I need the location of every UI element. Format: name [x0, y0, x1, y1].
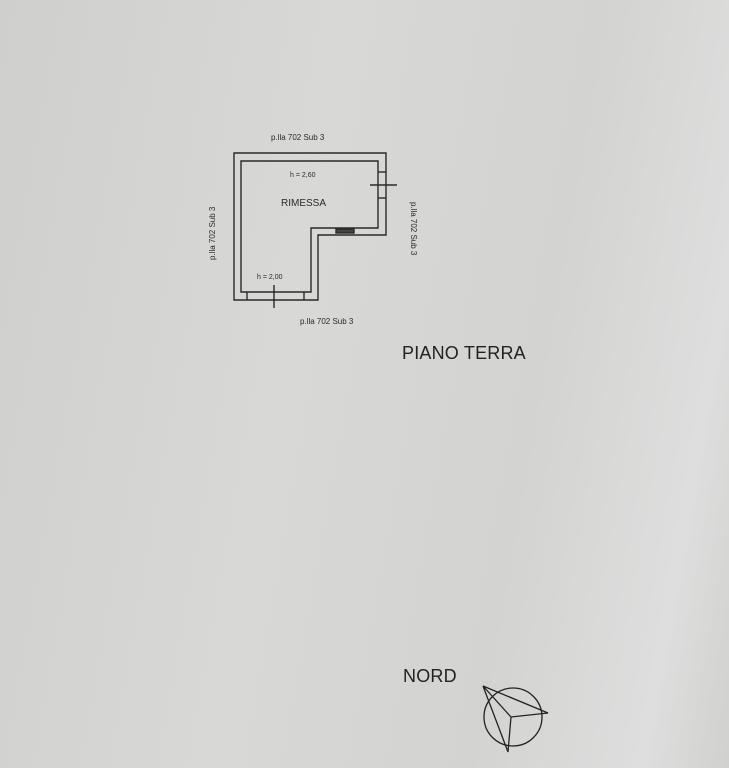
outer-wall	[233, 152, 387, 301]
inner-wall	[240, 160, 379, 293]
compass-arrow-icon	[482, 685, 549, 753]
bottom-door	[246, 285, 305, 308]
room-name-label: RIMESSA	[281, 198, 326, 209]
height-lower-label: h = 2,00	[257, 274, 283, 281]
walls	[233, 152, 397, 308]
north-label: NORD	[403, 666, 457, 686]
height-upper-label: h = 2,60	[290, 172, 316, 179]
floor-label: PIANO TERRA	[402, 343, 526, 363]
neighbor-top-label: p.lla 702 Sub 3	[271, 133, 325, 142]
neighbor-right-label: p.lla 702 Sub 3	[409, 202, 418, 256]
window	[335, 228, 355, 234]
neighbor-left-label: p.lla 702 Sub 3	[208, 206, 217, 260]
right-door	[370, 171, 397, 199]
neighbor-bottom-label: p.lla 702 Sub 3	[300, 317, 354, 326]
